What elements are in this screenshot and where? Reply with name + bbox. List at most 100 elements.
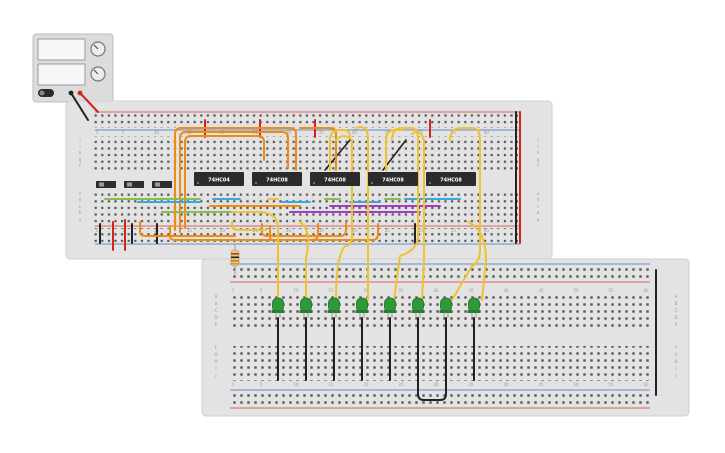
row-label: G [674, 352, 677, 357]
row-label: a [79, 217, 82, 222]
column-label: 45 [385, 228, 391, 233]
column-label: 30 [286, 130, 292, 135]
led[interactable] [411, 297, 425, 318]
row-label: B [675, 301, 678, 306]
wire-orange[interactable] [179, 131, 289, 233]
column-label: 1 [232, 382, 235, 387]
lcd-display-icon [37, 63, 86, 86]
column-label: 50 [418, 228, 424, 233]
wire-yellow[interactable] [449, 127, 481, 301]
chip-label: 74HC08 [266, 178, 288, 184]
wire-yellow[interactable] [335, 135, 353, 301]
column-label: 5 [122, 228, 125, 233]
ic-chip[interactable]: 74HC08 [310, 172, 360, 186]
column-label: 10 [293, 382, 299, 387]
row-label: j [536, 137, 538, 142]
row-label: J [214, 373, 216, 378]
wire-yellow[interactable] [329, 129, 351, 171]
row-label: I [215, 366, 216, 371]
row-label: I [675, 366, 676, 371]
leds[interactable] [271, 297, 481, 318]
led[interactable] [383, 297, 397, 318]
row-label: A [215, 294, 218, 299]
chip-label: 74HC08 [382, 178, 404, 184]
column-label: 30 [286, 228, 292, 233]
row-label: D [674, 315, 677, 320]
led[interactable] [271, 297, 285, 318]
column-label: 15 [328, 382, 334, 387]
row-label: B [215, 301, 218, 306]
chip-label: 74HC04 [208, 178, 230, 184]
chip-label: 74HC08 [324, 178, 346, 184]
column-label: 60 [643, 382, 649, 387]
column-label: 1 [96, 130, 99, 135]
wire-yellow[interactable] [411, 131, 425, 301]
column-label: 40 [352, 228, 358, 233]
column-label: 30 [433, 288, 439, 293]
wire-yellow[interactable] [355, 126, 369, 301]
row-label: f [537, 163, 539, 168]
ic-chip[interactable]: 74HC08 [368, 172, 418, 186]
column-label: 35 [319, 228, 325, 233]
column-label: 40 [503, 382, 509, 387]
column-label: 20 [363, 382, 369, 387]
column-label: 55 [451, 130, 457, 135]
row-label: d [79, 197, 82, 202]
wire-orange[interactable] [174, 127, 297, 231]
wire-yellow[interactable] [257, 211, 279, 301]
led[interactable] [327, 297, 341, 318]
wire-black[interactable] [70, 92, 89, 121]
row-label: C [215, 308, 218, 313]
led[interactable] [467, 297, 481, 318]
dip-switches[interactable] [96, 181, 172, 188]
ic-chip[interactable]: 74HC04 [194, 172, 244, 186]
column-label: 10 [293, 288, 299, 293]
ic-chip[interactable]: 74HC08 [252, 172, 302, 186]
led[interactable] [299, 297, 313, 318]
row-label: F [675, 345, 678, 350]
column-label: 35 [319, 130, 325, 135]
column-label: 35 [468, 288, 474, 293]
column-label: 15 [187, 228, 193, 233]
wires[interactable] [70, 92, 657, 401]
led[interactable] [355, 297, 369, 318]
wire-orange[interactable] [269, 223, 379, 241]
slide-switch[interactable] [96, 181, 116, 188]
row-label: D [214, 315, 217, 320]
column-label: 25 [398, 288, 404, 293]
led[interactable] [439, 297, 453, 318]
wire-yellow[interactable] [467, 221, 487, 301]
row-label: e [537, 191, 540, 196]
row-label: g [537, 157, 540, 162]
wire-yellow[interactable] [231, 221, 267, 231]
column-label: 50 [573, 288, 579, 293]
column-label: 55 [451, 228, 457, 233]
row-label: G [214, 352, 217, 357]
wire-yellow[interactable] [299, 221, 309, 301]
row-label: h [537, 150, 540, 155]
row-label: C [675, 308, 678, 313]
slide-switch[interactable] [124, 181, 144, 188]
row-label: d [537, 197, 540, 202]
wire-red[interactable] [79, 92, 99, 113]
row-label: A [675, 294, 678, 299]
row-label: b [79, 210, 82, 215]
wire-orange[interactable] [299, 127, 337, 171]
row-label: h [79, 150, 82, 155]
column-label: 60 [643, 288, 649, 293]
column-label: 55 [608, 382, 614, 387]
column-label: 25 [398, 382, 404, 387]
wire-orange[interactable] [184, 135, 265, 229]
wire-orange[interactable] [139, 221, 236, 237]
row-label: e [79, 191, 82, 196]
power-supply[interactable] [32, 33, 114, 103]
ic-chip[interactable]: 74HC08 [426, 172, 476, 186]
resistor[interactable] [230, 244, 240, 274]
row-label: i [79, 144, 80, 149]
wire-orange[interactable] [261, 221, 347, 237]
column-label: 5 [260, 382, 263, 387]
slide-switch[interactable] [152, 181, 172, 188]
wire-black[interactable] [417, 317, 447, 401]
wire-yellow[interactable] [385, 129, 403, 171]
